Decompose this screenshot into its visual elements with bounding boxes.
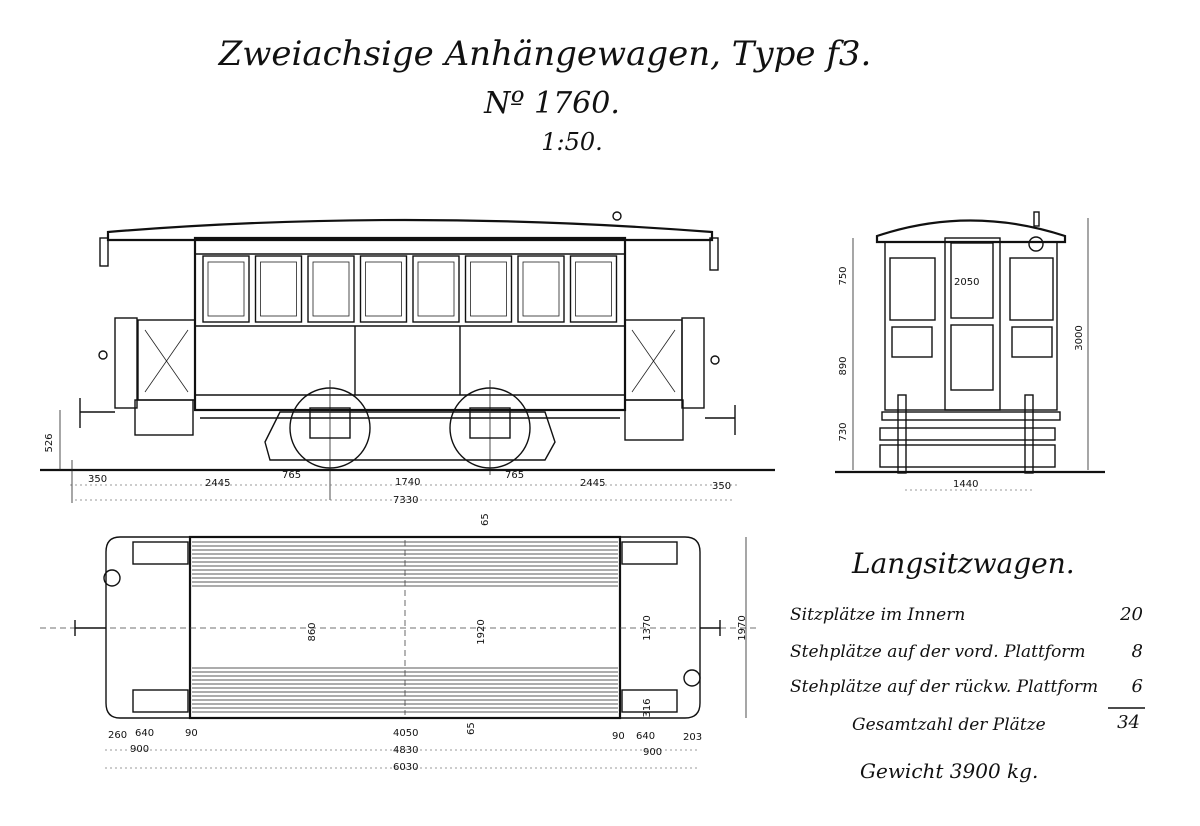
- side-window: [202, 255, 250, 323]
- side-window: [517, 255, 565, 323]
- dim-interior-width: 1920: [476, 619, 487, 644]
- dim-total-width: 1970: [737, 615, 748, 640]
- windows: [202, 255, 618, 323]
- scale: 1:50.: [541, 128, 603, 156]
- dim-left-end: 260: [108, 730, 127, 741]
- row-label-front-standing: Stehplätze auf der vord. Plattform: [790, 642, 1086, 662]
- dim-right-platform: 640: [636, 731, 655, 742]
- roof-lamp: [612, 211, 622, 221]
- dim-left-platform-total: 900: [130, 744, 149, 755]
- left-platform: [79, 317, 196, 436]
- end-view: 750 2050 890 730 3000 1440: [835, 211, 1105, 491]
- dim-middle: 890: [838, 356, 849, 375]
- end-door: [944, 237, 1001, 411]
- dim-seat-width: 860: [307, 622, 318, 641]
- side-window: [464, 255, 513, 323]
- window-pane: [312, 261, 350, 317]
- roof: [106, 218, 714, 242]
- dim-right-axle: 765: [505, 470, 524, 481]
- dim-total-length: 7330: [393, 495, 418, 506]
- dim-platform-width: 1370: [642, 615, 653, 640]
- side-window: [307, 255, 355, 323]
- left-top-bench: [132, 541, 189, 565]
- dim-left-body: 2445: [205, 478, 230, 489]
- underframe: [264, 411, 556, 461]
- total-value: 34: [1117, 712, 1140, 733]
- right-roof-end: [709, 237, 719, 271]
- right-platform: [624, 317, 736, 441]
- window-pane: [470, 261, 507, 317]
- plan-view: 65 860 1920 1370 1970 316 260 640 90 405…: [40, 513, 760, 773]
- dim-right-wall: 90: [612, 731, 625, 742]
- drawing-number: Nº 1760.: [483, 86, 620, 121]
- dim-right-overhang: 350: [712, 481, 731, 492]
- row-label-seats: Sitzplätze im Innern: [790, 605, 965, 625]
- side-window: [254, 255, 303, 323]
- window-pane: [260, 261, 297, 317]
- left-roof-end: [99, 237, 109, 267]
- dim-body-length: 4830: [393, 745, 418, 756]
- dim-step: 316: [642, 698, 653, 717]
- row-value-front-standing: 8: [1132, 641, 1143, 662]
- table-heading: Langsitzwagen.: [851, 547, 1075, 580]
- weight: Gewicht 3900 kg.: [860, 759, 1038, 783]
- dim-right-end: 203: [683, 732, 702, 743]
- dim-bottom-wall: 65: [466, 722, 477, 735]
- row-value-seats: 20: [1119, 604, 1143, 625]
- total-label: Gesamtzahl der Plätze: [852, 715, 1046, 735]
- window-pane: [365, 261, 402, 317]
- dim-left-wall: 90: [185, 728, 198, 739]
- capacity-table: Langsitzwagen. Sitzplätze im Innern 20 S…: [790, 547, 1145, 783]
- bench-seats: [192, 541, 618, 713]
- dim-lower: 730: [838, 422, 849, 441]
- car-body: [193, 236, 627, 412]
- dim-left-platform: 640: [135, 728, 154, 739]
- side-window: [569, 255, 618, 323]
- row-value-rear-standing: 6: [1132, 676, 1143, 697]
- dim-upper: 750: [838, 266, 849, 285]
- side-window: [412, 255, 460, 323]
- side-view: 526 350 2445 765 1740 765 2445 350 7330: [40, 211, 775, 506]
- window-pane: [417, 261, 455, 317]
- window-pane: [207, 261, 245, 317]
- dim-over-length: 6030: [393, 762, 418, 773]
- dim-interior-length: 4050: [393, 728, 418, 739]
- title: Zweiachsige Anhängewagen, Type f3.: [218, 34, 872, 74]
- dim-door-height: 2050: [954, 277, 979, 288]
- dim-left-overhang: 350: [88, 474, 107, 485]
- side-window: [359, 255, 408, 323]
- dim-right-platform-total: 900: [643, 747, 662, 758]
- dim-wheelbase: 1740: [395, 477, 420, 488]
- dim-total-height: 3000: [1074, 325, 1085, 350]
- dim-gauge: 1440: [953, 479, 978, 490]
- dim-wall: 65: [480, 513, 491, 526]
- window-pane: [575, 261, 612, 317]
- row-label-rear-standing: Stehplätze auf der rückw. Plattform: [790, 677, 1098, 697]
- title-block: Zweiachsige Anhängewagen, Type f3. Nº 17…: [218, 34, 872, 156]
- dim-buffer-height: 526: [44, 433, 55, 452]
- dim-right-body: 2445: [580, 478, 605, 489]
- window-pane: [522, 261, 560, 317]
- dim-left-axle: 765: [282, 470, 301, 481]
